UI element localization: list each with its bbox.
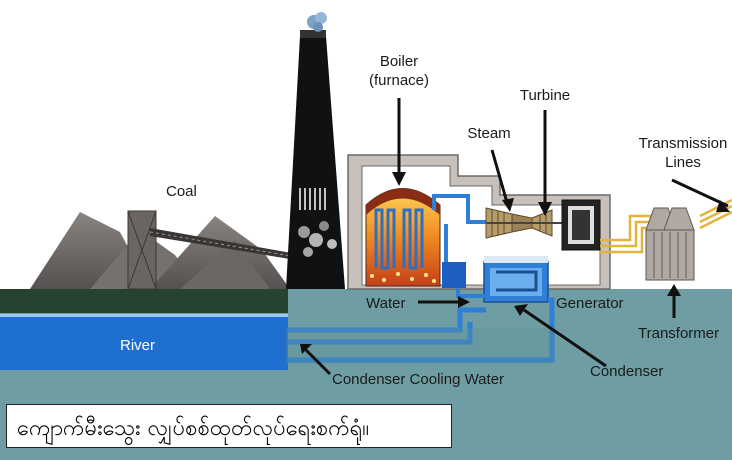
label-turbine: Turbine bbox=[520, 87, 570, 104]
label-condenser-cooling-water: Condenser Cooling Water bbox=[332, 371, 504, 388]
transformer bbox=[645, 207, 695, 281]
coal-conveyor bbox=[127, 210, 321, 290]
generator bbox=[561, 199, 601, 251]
label-condenser: Condenser bbox=[590, 363, 663, 380]
arrow-heads bbox=[300, 172, 730, 354]
river bbox=[0, 316, 288, 370]
label-boiler-furnace: (furnace) bbox=[369, 72, 429, 89]
steam-pipe bbox=[432, 194, 486, 252]
cooling-channel bbox=[286, 328, 554, 364]
chimney bbox=[286, 30, 345, 289]
label-steam: Steam bbox=[467, 125, 510, 142]
label-transmission-lines: Lines bbox=[665, 154, 701, 171]
boiler-furnace bbox=[365, 188, 441, 287]
label-coal: Coal bbox=[166, 183, 197, 200]
label-transmission: Transmission bbox=[639, 135, 728, 152]
condenser bbox=[483, 256, 549, 303]
label-generator: Generator bbox=[556, 295, 624, 312]
river-top-edge bbox=[0, 314, 288, 317]
label-transformer: Transformer bbox=[638, 325, 719, 342]
label-boiler: Boiler bbox=[380, 53, 418, 70]
label-water: Water bbox=[366, 295, 405, 312]
label-river: River bbox=[120, 337, 155, 354]
coal-piles bbox=[30, 212, 290, 289]
caption-box: ကျောက်မီးသွေး လျှပ်စစ်ထုတ်လုပ်ရေးစက်ရုံ။ bbox=[6, 404, 452, 448]
grass-bank bbox=[0, 289, 288, 313]
caption-text: ကျောက်မီးသွေး လျှပ်စစ်ထုတ်လုပ်ရေးစက်ရုံ။ bbox=[17, 416, 370, 441]
smoke-puff bbox=[307, 12, 327, 32]
water-tank bbox=[442, 262, 466, 288]
leader-arrows bbox=[304, 98, 729, 376]
